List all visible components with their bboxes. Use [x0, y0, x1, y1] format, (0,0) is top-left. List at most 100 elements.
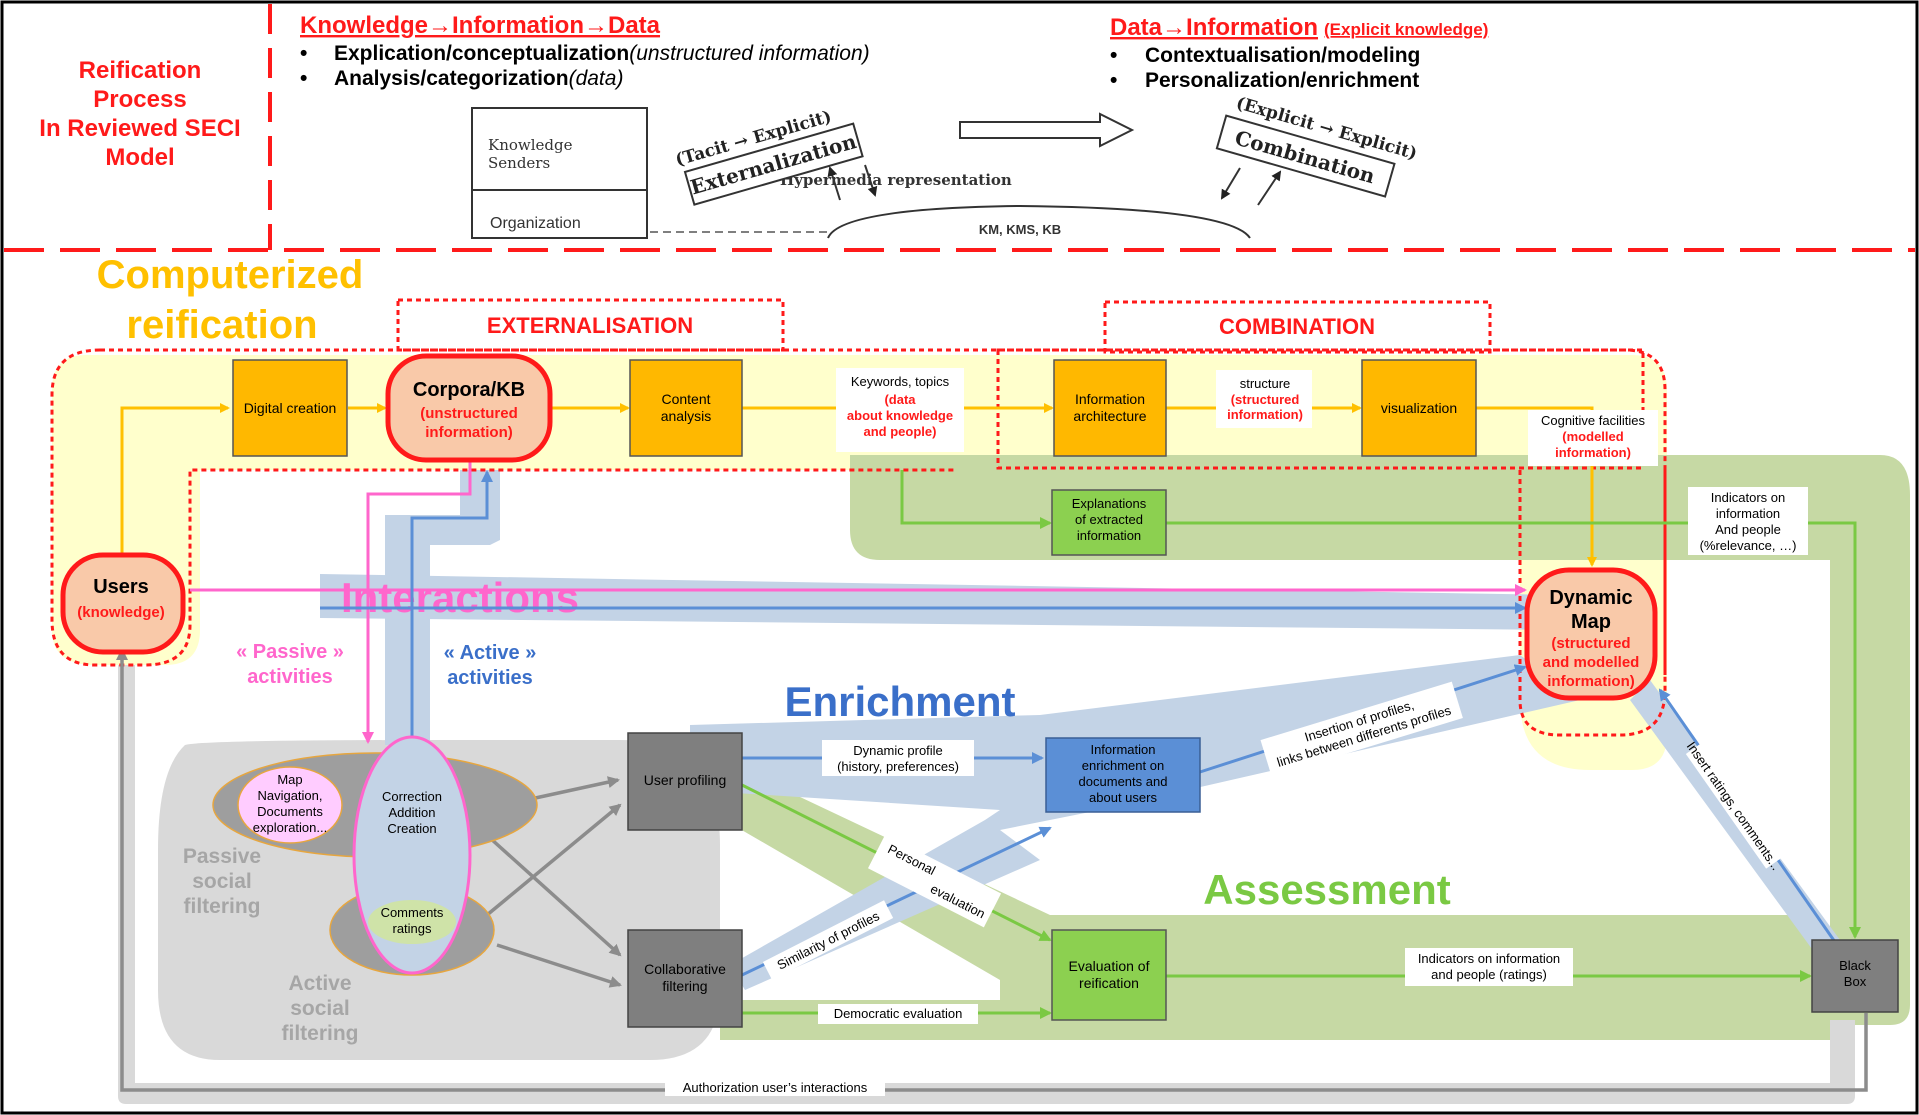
node-correction[interactable]: Correction Addition Creation Comments ra… — [352, 735, 472, 975]
node-users[interactable]: Users (knowledge) — [60, 552, 186, 655]
arrow-authorization — [116, 648, 1868, 1092]
users-sub: (knowledge) — [77, 604, 165, 621]
computerized-label: Computerized — [97, 253, 364, 297]
node-corpora[interactable]: Corpora/KB (unstructured information) — [385, 353, 553, 463]
arrow-active-profiling — [485, 803, 622, 917]
node-info-enrichment[interactable]: Information enrichment on documents and … — [1045, 737, 1201, 813]
content-analysis-label: analysis — [661, 408, 712, 424]
map-navigation-label: Documents — [257, 804, 323, 819]
reification-title-line: Process — [93, 86, 186, 113]
knowledge-senders-text: Knowledge — [488, 136, 573, 154]
info-enrichment-box[interactable] — [1045, 737, 1201, 813]
indicators-top-label: information — [1716, 506, 1780, 521]
indicators-top-box — [1688, 487, 1808, 555]
combination-box — [1103, 300, 1492, 354]
structure-sub: information) — [1227, 407, 1303, 422]
node-digital-creation[interactable]: Digital creation — [232, 359, 348, 457]
corpora-box[interactable] — [385, 353, 553, 463]
black-box-label: Box — [1844, 974, 1867, 989]
enrichment-label: Enrichment — [784, 678, 1015, 725]
node-user-profiling[interactable]: User profiling — [627, 732, 743, 831]
digital-creation-box[interactable] — [232, 359, 348, 457]
node-black-box[interactable]: Black Box — [1811, 939, 1899, 1013]
content-analysis-box[interactable] — [629, 359, 743, 457]
combination-banner-box — [1215, 114, 1396, 198]
dynamic-map-region-outline — [1518, 470, 1667, 737]
node-collaborative[interactable]: Collaborative filtering — [627, 929, 743, 1028]
democratic-box — [818, 1004, 978, 1024]
bullet-dot: • — [1110, 44, 1117, 67]
info-enrichment-label: Information — [1090, 742, 1155, 757]
seci-arrow-icon — [959, 112, 1135, 148]
reification-title-line: Model — [105, 144, 174, 171]
active-filtering-label: Active — [288, 972, 351, 995]
passive-filtering-label: social — [192, 870, 252, 893]
node-explanations[interactable]: Explanations of extracted information — [1051, 489, 1167, 556]
evaluation-reification-box[interactable] — [1051, 929, 1167, 1021]
evaluation-reification-label: Evaluation of — [1069, 958, 1150, 974]
content-analysis-label: Content — [661, 391, 710, 407]
dynamic-map-sub: (structured — [1551, 635, 1630, 652]
explanations-label: of extracted — [1075, 512, 1143, 527]
left-bullets: • Explication/conceptualization(unstruct… — [300, 42, 870, 90]
filtering-labels: Passive social filtering Active social f… — [183, 845, 359, 1045]
explanations-label: Explanations — [1072, 496, 1147, 511]
arrow-passive-collaborative — [488, 836, 622, 957]
keywords-title: Keywords, topics — [851, 374, 950, 389]
dynamic-profile-label: Dynamic profile — [853, 743, 943, 758]
info-architecture-box[interactable] — [1053, 359, 1167, 457]
users-box[interactable] — [60, 552, 186, 655]
node-evaluation-reification[interactable]: Evaluation of reification — [1051, 929, 1167, 1021]
dynamic-map-title: Map — [1571, 611, 1611, 633]
passive-filtering-label: Passive — [183, 845, 261, 868]
arrow-visualization-map — [1476, 406, 1597, 567]
comments-ratings-ellipse[interactable] — [368, 900, 456, 944]
seci-image: Knowledge Senders Organization KM, KMS, … — [470, 93, 1470, 239]
active-activities-label: activities — [447, 667, 533, 689]
dynamic-map-box[interactable] — [1524, 567, 1658, 701]
dynamic-map-sub: information) — [1547, 673, 1635, 690]
user-profiling-label: User profiling — [644, 772, 726, 788]
seci-small-arrow — [864, 164, 878, 197]
bullet-dot: • — [300, 42, 307, 65]
km-arc — [827, 204, 1251, 239]
personal-evaluation-box — [868, 834, 1002, 928]
evaluation-reification-label: reification — [1079, 975, 1139, 991]
map-navigation-ellipse[interactable] — [237, 766, 343, 844]
structure-sub: (structured — [1231, 392, 1300, 407]
node-visualization[interactable]: visualization — [1361, 359, 1477, 457]
node-info-architecture[interactable]: Information architecture — [1053, 359, 1167, 457]
cognitive-sub: information) — [1555, 445, 1631, 460]
user-profiling-box[interactable] — [627, 732, 743, 831]
reification-title-line: In Reviewed SECI — [39, 115, 240, 142]
right-heading: Data→Information(Explicit knowledge) — [1110, 14, 1488, 41]
active-filtering-label: filtering — [282, 1022, 359, 1045]
authorization-label: Authorization user’s interactions — [683, 1080, 868, 1095]
blue-band-active — [385, 470, 500, 745]
dynamic-map-sub: and modelled — [1543, 654, 1640, 671]
info-architecture-label: Information — [1075, 391, 1145, 407]
knowledge-senders-text: Senders — [488, 154, 550, 172]
dynamic-profile-label: (history, preferences) — [837, 759, 959, 774]
black-box[interactable] — [1811, 939, 1899, 1013]
explanations-box[interactable] — [1051, 489, 1167, 556]
arrow-users-digital — [120, 403, 230, 565]
insert-ratings-box — [1685, 742, 1783, 869]
correction-label: Correction — [382, 789, 442, 804]
node-dynamic-map[interactable]: Dynamic Map (structured and modelled inf… — [1524, 567, 1658, 701]
passive-activities-label: « Passive » — [236, 641, 344, 663]
collaborative-box[interactable] — [627, 929, 743, 1028]
grey-flow — [116, 648, 1868, 1092]
node-content-analysis[interactable]: Content analysis — [629, 359, 743, 457]
seci-small-arrow — [827, 166, 841, 201]
indicators-top-label: (%relevance, …) — [1700, 538, 1797, 553]
orange-flow — [120, 403, 1597, 567]
visualization-box[interactable] — [1361, 359, 1477, 457]
explanations-label: information — [1077, 528, 1141, 543]
dynamic-map-title: Dynamic — [1549, 587, 1632, 609]
similarity-box — [762, 900, 894, 980]
arrow-keywords-explanations — [900, 470, 1052, 529]
indicators-top-label: And people — [1715, 522, 1781, 537]
democratic-label: Democratic evaluation — [834, 1006, 963, 1021]
